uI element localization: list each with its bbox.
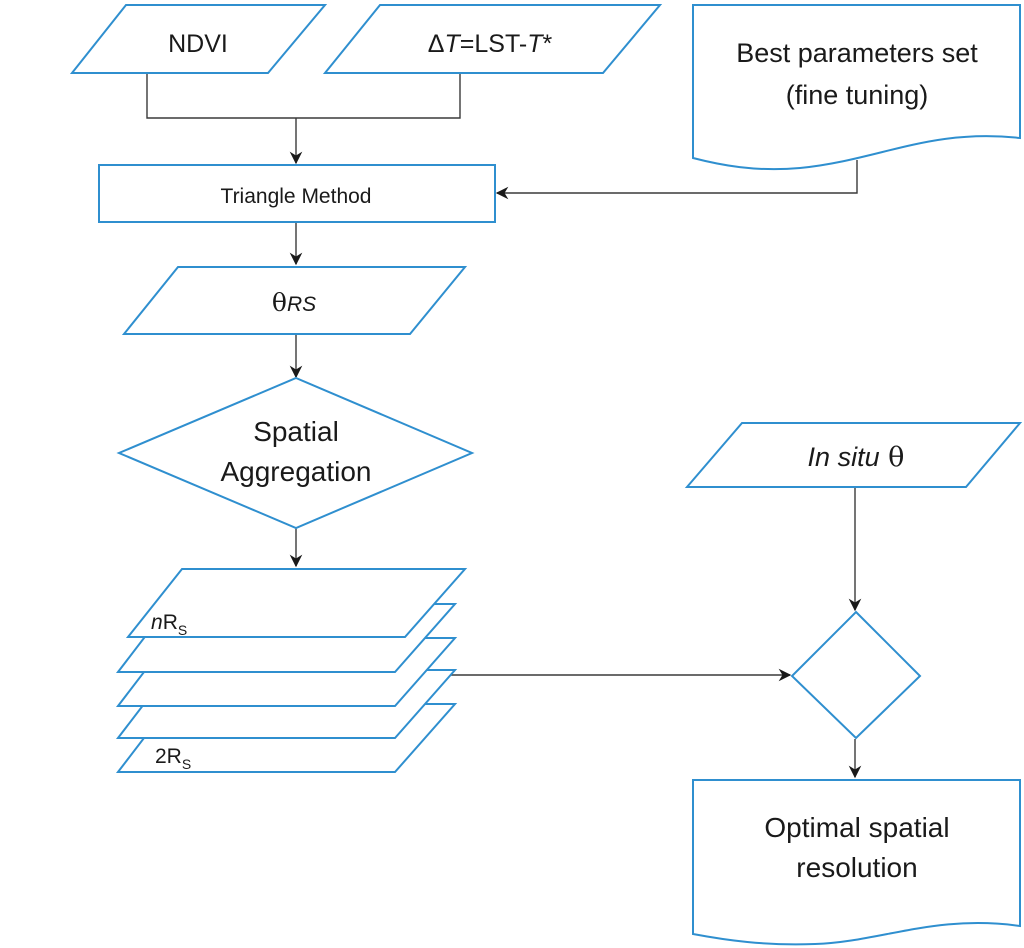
theta-rs-node: θRS	[121, 266, 468, 335]
theta-rs-label: θRS	[272, 288, 316, 317]
optimal-line1: Optimal spatial	[764, 812, 949, 843]
optimal-resolution-node: Optimal spatial resolution	[692, 779, 1021, 946]
connector-ndvi-delta-merge	[146, 74, 461, 119]
in-situ-italic: In situ	[808, 442, 880, 472]
stack-top-sub: S	[178, 622, 187, 638]
triangle-method-label: Triangle Method	[221, 185, 372, 208]
best-params-line2: (fine tuning)	[786, 80, 929, 110]
ndvi-label: NDVI	[168, 30, 228, 58]
stack-bottom-label: 2RS	[155, 745, 191, 772]
delta-t-mid: =LST-	[460, 30, 527, 58]
best-params-line1: Best parameters set	[736, 38, 978, 68]
in-situ-label: In situ θ	[808, 442, 905, 473]
connector-params-to-triangle	[495, 160, 858, 200]
resolution-stack: nRS 2RS	[115, 568, 468, 773]
stack-top-base: R	[163, 611, 178, 634]
delta-t-t2: T	[527, 30, 544, 58]
in-situ-node: In situ θ	[684, 422, 1023, 488]
spatial-aggregation-line2: Aggregation	[220, 456, 371, 487]
theta-rs-sub: RS	[287, 293, 316, 316]
comparison-node	[790, 610, 922, 740]
theta-rs-symbol: θ	[272, 288, 287, 317]
optimal-line2: resolution	[796, 852, 917, 883]
delta-t-t1: T	[445, 30, 462, 58]
stack-bottom-base: 2R	[155, 745, 182, 768]
connectors	[146, 74, 862, 779]
triangle-method-node: Triangle Method	[98, 164, 496, 223]
in-situ-symbol: θ	[880, 442, 905, 473]
stack-layer-1	[125, 568, 468, 638]
delta-t-node: ΔT=LST-T*	[322, 4, 663, 74]
spatial-aggregation-line1: Spatial	[253, 416, 339, 447]
delta-t-prefix: Δ	[428, 30, 445, 58]
best-params-node: Best parameters set (fine tuning)	[692, 4, 1021, 171]
spatial-aggregation-node: Spatial Aggregation	[116, 376, 475, 530]
delta-t-star: *	[542, 30, 552, 58]
stack-top-label: nRS	[151, 611, 187, 638]
delta-t-label: ΔT=LST-T*	[428, 30, 553, 58]
stack-bottom-sub: S	[182, 756, 191, 772]
stack-top-italic: n	[151, 611, 163, 634]
ndvi-node: NDVI	[69, 4, 328, 74]
